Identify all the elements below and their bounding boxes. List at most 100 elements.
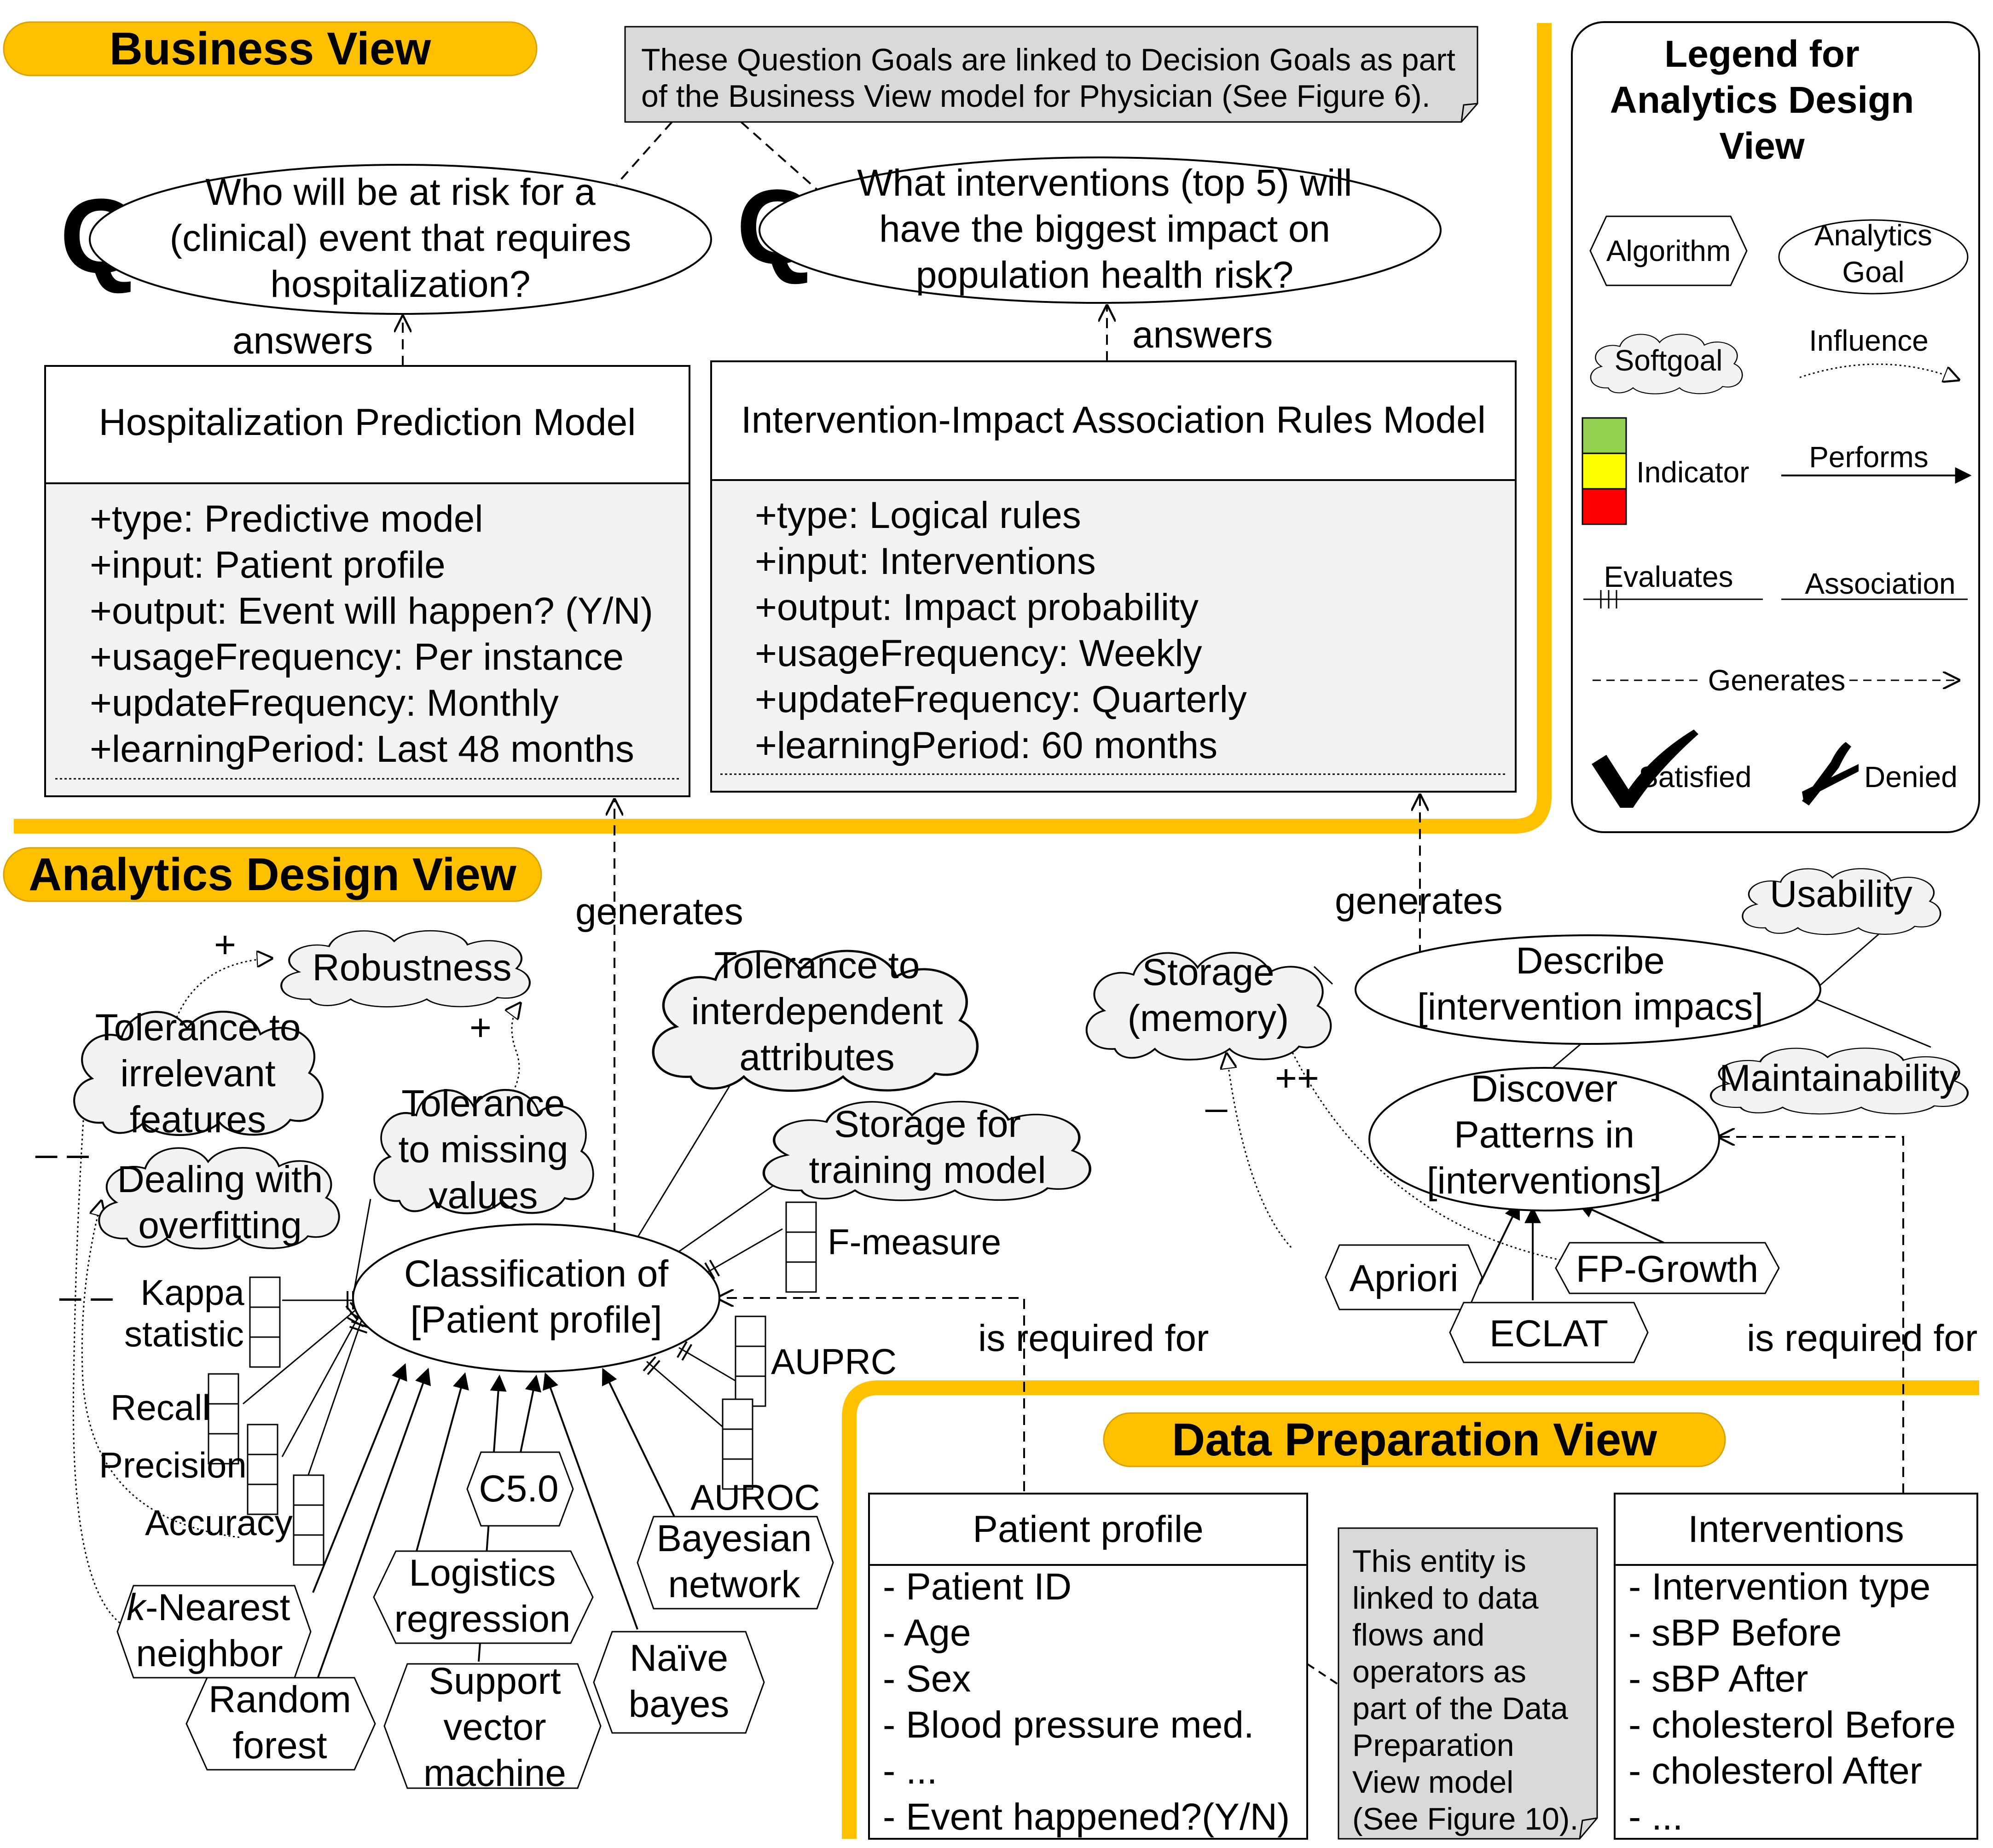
svg-text:part of the Data: part of the Data [1352, 1691, 1568, 1726]
svg-text:Accuracy: Accuracy [145, 1502, 293, 1543]
goal-classification: Classification of [Patient profile] [352, 1223, 720, 1373]
svg-text:- Blood pressure med.: - Blood pressure med. [883, 1704, 1254, 1746]
svg-text:regression: regression [394, 1598, 571, 1640]
softgoal-storage-training: Storage for training model [764, 1101, 1090, 1200]
svg-text:- cholesterol Before: - cholesterol Before [1628, 1704, 1956, 1746]
svg-text:irrelevant: irrelevant [120, 1053, 275, 1095]
svg-text:Analytics: Analytics [1814, 219, 1932, 252]
svg-text:Tolerance to: Tolerance to [95, 1007, 301, 1049]
hospitalization-prediction-model: Hospitalization Prediction Model +type: … [44, 365, 690, 797]
indicator-fmeasure: F-measure [785, 1201, 1001, 1293]
svg-text:- sBP Before: - sBP Before [1628, 1612, 1842, 1654]
contrib-plus-robust-1: + [214, 924, 236, 966]
svg-text:+input: Interventions: +input: Interventions [755, 540, 1096, 582]
softgoal-robustness: Robustness [281, 931, 530, 1007]
svg-text:What interventions (top 5) wil: What interventions (top 5) will [857, 162, 1352, 204]
svg-text:Influence: Influence [1809, 324, 1929, 357]
svg-text:Tolerance to: Tolerance to [714, 944, 920, 986]
svg-text:View model: View model [1352, 1765, 1513, 1800]
svg-text:- Patient ID: - Patient ID [883, 1566, 1072, 1608]
contrib-minus-1: _ _ [35, 1117, 89, 1159]
indicator-precision: Precision [99, 1424, 278, 1515]
algorithm-logistic-regression: Logistics regression [373, 1550, 594, 1644]
svg-text:Preparation: Preparation [1352, 1728, 1514, 1763]
svg-text:+updateFrequency: Quarterly: +updateFrequency: Quarterly [755, 678, 1247, 720]
softgoal-usability: Usability [1742, 868, 1941, 935]
intervention-impact-association-rules-model: Intervention-Impact Association Rules Mo… [710, 360, 1517, 793]
svg-text:ECLAT: ECLAT [1489, 1313, 1608, 1355]
svg-text:- ...: - ... [1628, 1796, 1683, 1838]
svg-text:+input: Patient profile: +input: Patient profile [90, 544, 446, 586]
svg-text:+updateFrequency: Monthly: +updateFrequency: Monthly [90, 682, 559, 724]
svg-text:- Event happened?(Y/N): - Event happened?(Y/N) [883, 1796, 1290, 1838]
softgoal-tolerance-missing: Tolerance to missing values [374, 1083, 593, 1217]
svg-text:+usageFrequency: Weekly: +usageFrequency: Weekly [755, 632, 1202, 674]
svg-text:- Age: - Age [883, 1612, 971, 1654]
svg-text:of the Business View model for: of the Business View model for Physician… [641, 79, 1431, 114]
svg-text:Tolerance: Tolerance [401, 1083, 565, 1124]
data-prep-view-border [842, 1380, 1979, 1839]
svg-text:Kappa: Kappa [140, 1272, 244, 1313]
answers-label-2: answers [1132, 314, 1273, 356]
svg-text:FP-Growth: FP-Growth [1576, 1248, 1758, 1290]
svg-text:Bayesian: Bayesian [656, 1518, 811, 1559]
question-goal-interventions: Q What interventions (top 5) will have t… [736, 156, 1442, 304]
svg-text:+output: Impact probability: +output: Impact probability [755, 586, 1199, 628]
generates-label-1: generates [575, 891, 743, 933]
svg-text:(clinical) event that requires: (clinical) event that requires [170, 217, 632, 259]
svg-text:hospitalization?: hospitalization? [270, 263, 530, 305]
indicator-recall: Recall [110, 1373, 239, 1465]
svg-text:Generates: Generates [1708, 664, 1846, 697]
analytics-view-header: Analytics Design View [3, 847, 542, 902]
svg-text:- Sex: - Sex [883, 1658, 971, 1700]
svg-text:C5.0: C5.0 [479, 1468, 558, 1510]
softgoal-tolerance-irrelevant: Tolerance to irrelevant features [74, 1007, 323, 1141]
svg-text:Precision: Precision [99, 1445, 247, 1485]
softgoal-maintainability: Maintainability [1711, 1048, 1968, 1114]
entity-interventions: Interventions - Intervention type - sBP … [1614, 1493, 1978, 1840]
softgoal-dealing-overfitting: Dealing with overfitting [98, 1147, 340, 1250]
svg-text:Analytics Design: Analytics Design [1610, 79, 1914, 121]
svg-text:k-Nearest: k-Nearest [127, 1587, 290, 1628]
svg-text:forest: forest [232, 1725, 327, 1767]
svg-text:Business View: Business View [110, 23, 431, 75]
legend-panel: Legend for Analytics Design View Algorit… [1571, 21, 1980, 833]
svg-text:Dealing with: Dealing with [117, 1159, 323, 1200]
goal-describe: Describe [intervention impacs] [1355, 934, 1821, 1045]
svg-text:+output: Event will happen? (Y: +output: Event will happen? (Y/N) [90, 590, 653, 632]
satisfied-check-icon [1592, 730, 1698, 808]
svg-text:Logistics: Logistics [409, 1552, 556, 1594]
svg-text:Data Preparation View: Data Preparation View [1172, 1414, 1657, 1466]
data-prep-view-header: Data Preparation View [1103, 1412, 1726, 1467]
indicator-auprc: AUPRC [735, 1315, 897, 1407]
svg-text:Indicator: Indicator [1636, 456, 1749, 489]
svg-text:+type: Predictive model: +type: Predictive model [90, 498, 483, 540]
svg-text:Classification of: Classification of [404, 1253, 668, 1295]
svg-text:Hospitalization Prediction Mod: Hospitalization Prediction Model [99, 401, 636, 443]
svg-text:Usability: Usability [1770, 873, 1912, 915]
svg-text:(See Figure 10).: (See Figure 10). [1352, 1802, 1578, 1836]
svg-text:AUROC: AUROC [690, 1477, 820, 1518]
svg-text:Algorithm: Algorithm [1606, 234, 1731, 267]
algorithm-fp-growth: FP-Growth [1555, 1242, 1780, 1294]
svg-text:overfitting: overfitting [138, 1205, 302, 1246]
svg-text:This entity is: This entity is [1352, 1544, 1526, 1579]
algorithm-knn: k-Nearest neighbor [116, 1585, 312, 1679]
entity-patient-profile: Patient profile - Patient ID - Age - Sex… [868, 1493, 1308, 1840]
svg-text:F-measure: F-measure [828, 1222, 1001, 1262]
algorithm-svm: Support vector machine [383, 1660, 602, 1794]
svg-text:Random: Random [209, 1679, 351, 1721]
algorithm-random-forest: Random forest [185, 1677, 376, 1771]
contrib-plusplus: ++ [1275, 1057, 1319, 1099]
svg-text:network: network [668, 1564, 800, 1605]
question-goals-note: These Question Goals are linked to Decis… [624, 26, 1478, 123]
contrib-plus-robust-2: + [469, 1007, 492, 1049]
svg-text:Who will be at risk for a: Who will be at risk for a [205, 171, 596, 213]
svg-text:Evaluates: Evaluates [1604, 560, 1733, 593]
svg-text:Interventions: Interventions [1688, 1508, 1904, 1550]
svg-text:machine: machine [423, 1752, 566, 1794]
business-view-header: Business View [3, 21, 538, 76]
svg-text:+learningPeriod: 60 months: +learningPeriod: 60 months [755, 724, 1217, 766]
svg-text:to missing: to missing [398, 1129, 568, 1170]
